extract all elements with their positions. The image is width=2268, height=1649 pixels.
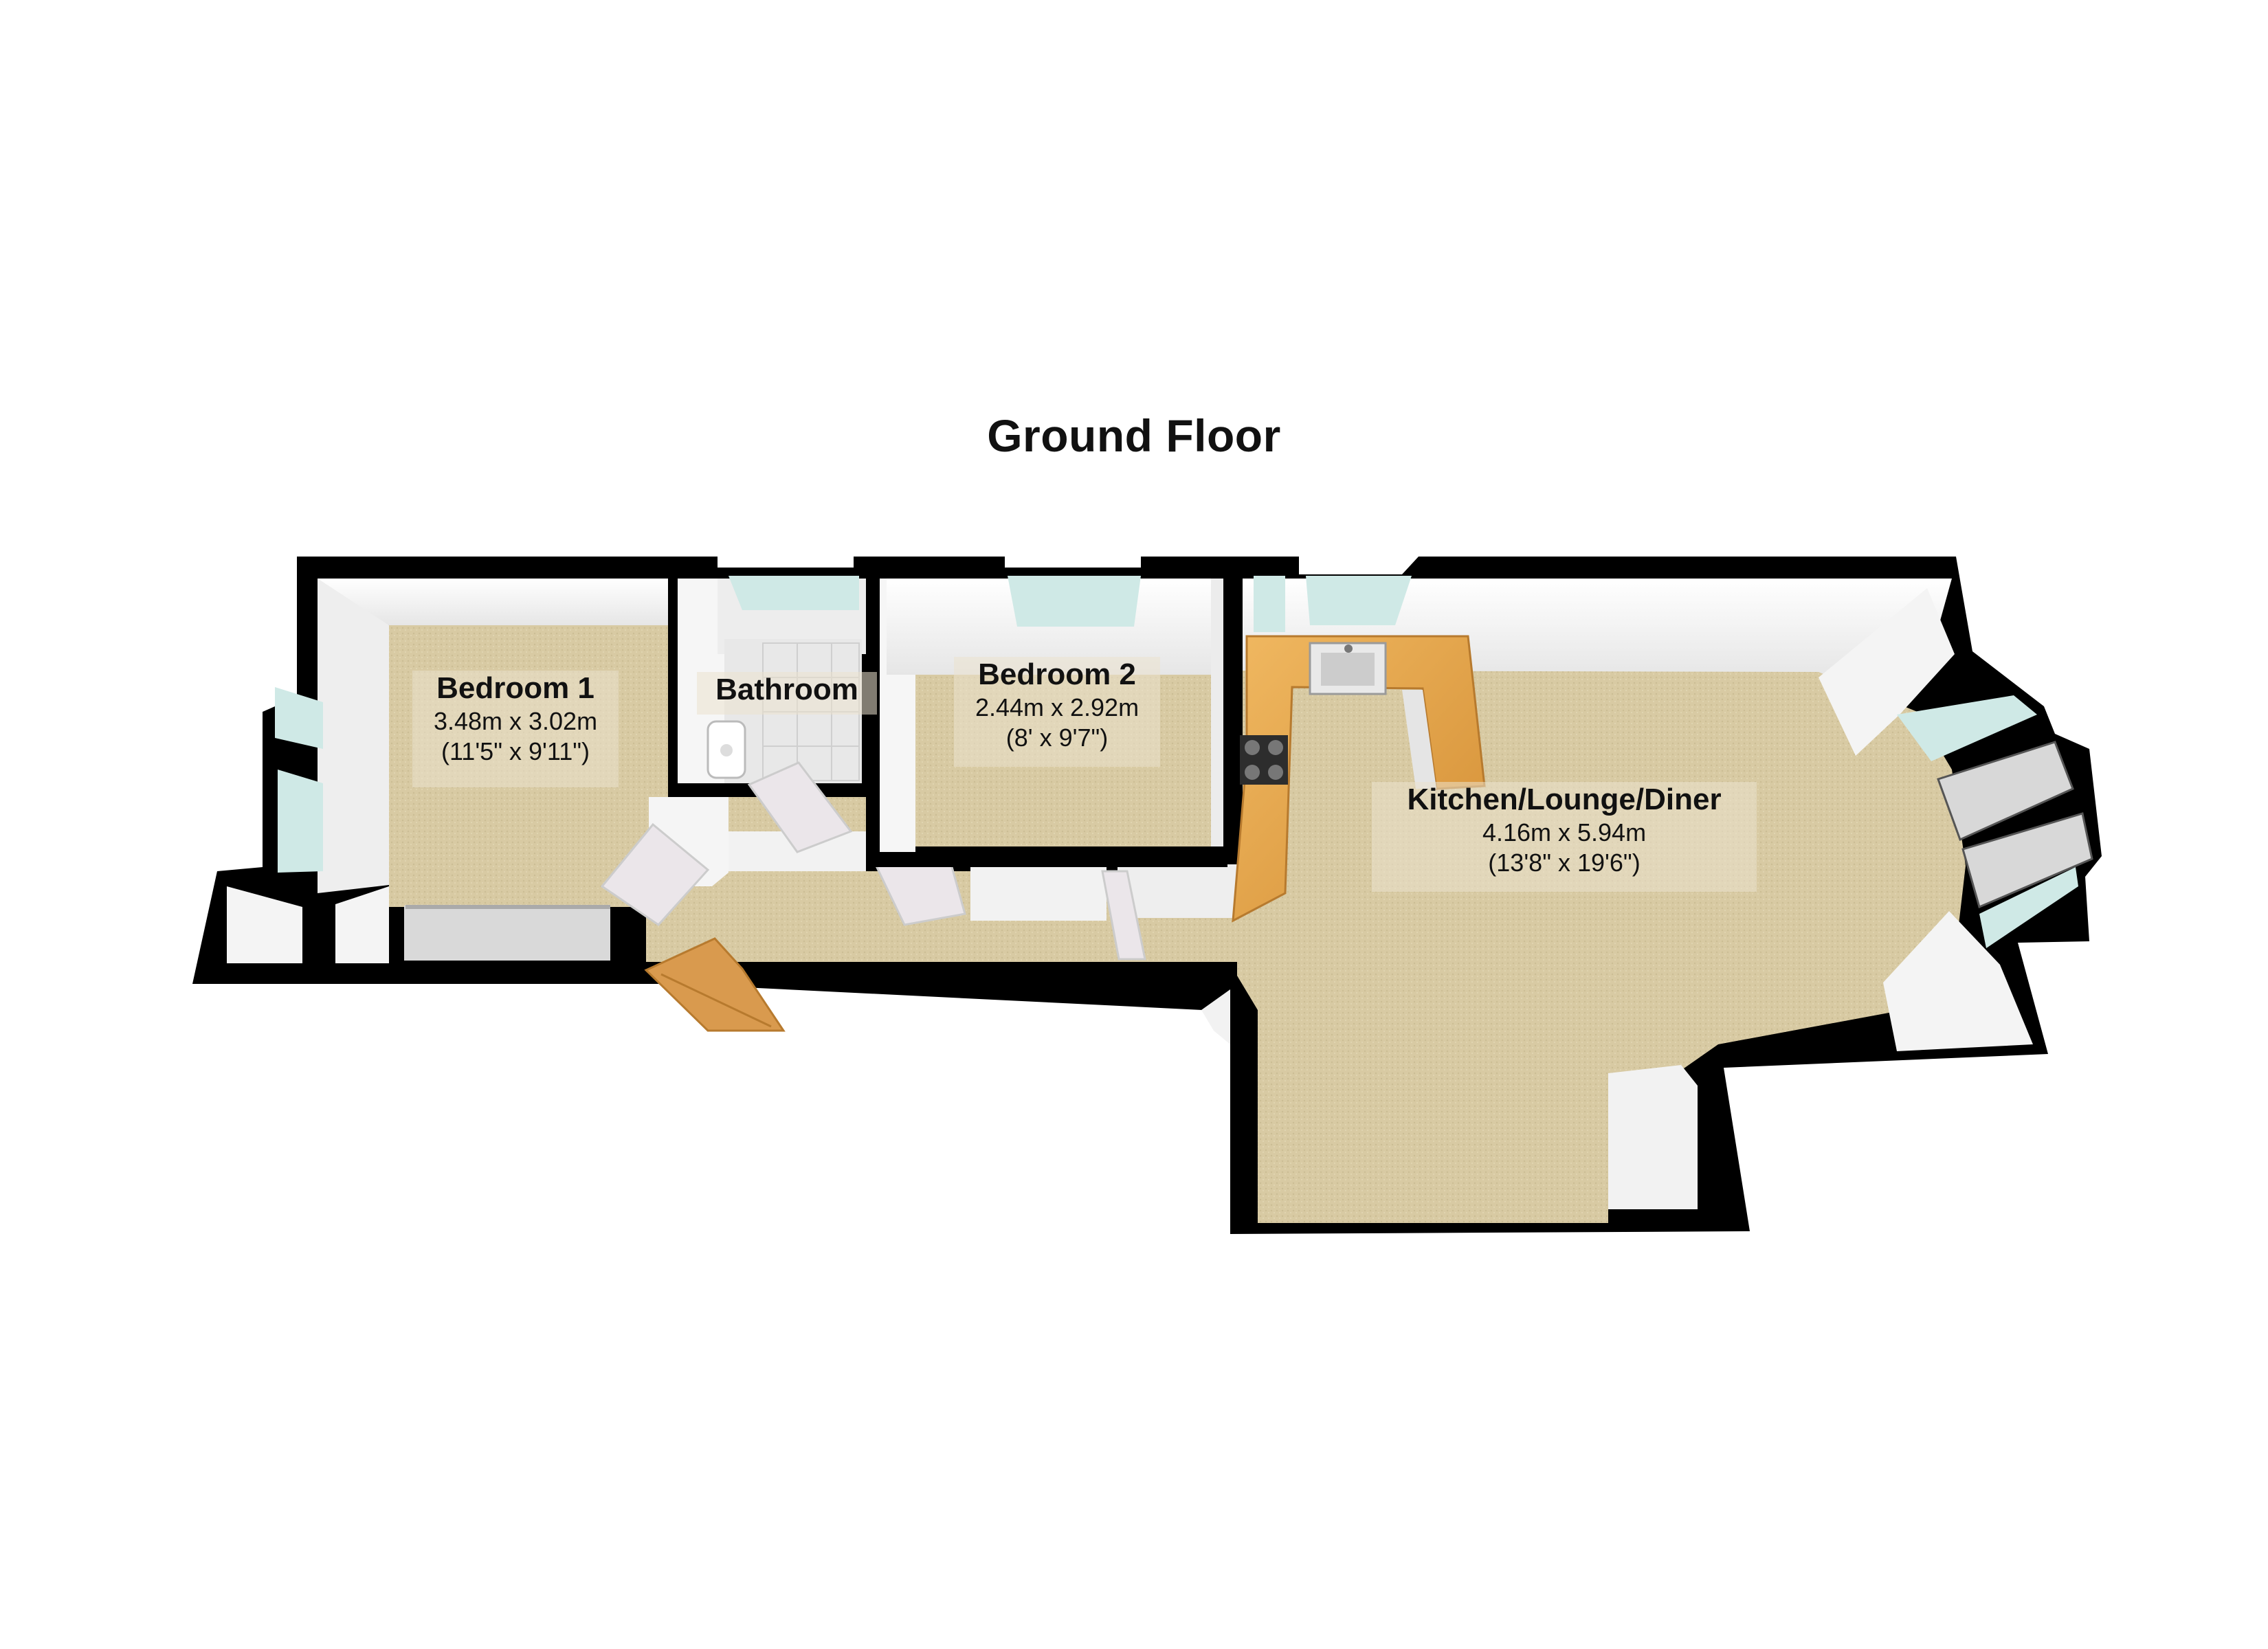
bay-window: [1961, 812, 2093, 909]
bedroom-1-wardrobe: [404, 906, 610, 961]
bedroom-2-window: [1008, 576, 1141, 627]
room-name: Bedroom 2: [978, 658, 1136, 691]
front-door: [644, 937, 786, 1032]
bedroom-1-window: [278, 770, 323, 873]
kitchen-window: [1306, 576, 1412, 625]
floor-title: Ground Floor: [987, 410, 1281, 461]
bedroom-1-label: Bedroom 1 3.48m x 3.02m (11'5" x 9'11"): [412, 671, 619, 787]
bathroom-label: Bathroom: [697, 672, 877, 715]
washbasin-icon: [707, 720, 746, 779]
bathroom-window: [729, 576, 859, 610]
room-name: Bathroom: [715, 673, 858, 706]
room-name: Kitchen/Lounge/Diner: [1407, 783, 1722, 816]
room-name: Bedroom 1: [436, 671, 594, 705]
room-dimensions-metric: 2.44m x 2.92m: [975, 693, 1139, 721]
room-dimensions-imperial: (8' x 9'7"): [1005, 723, 1109, 752]
bathroom-door: [747, 761, 853, 853]
hallway: [600, 761, 1251, 1032]
room-dimensions-imperial: (11'5" x 9'11"): [441, 737, 590, 765]
sink-icon: [1309, 642, 1387, 695]
bedroom-2-label: Bedroom 2 2.44m x 2.92m (8' x 9'7"): [954, 657, 1160, 767]
hob-icon: [1240, 735, 1288, 785]
room-dimensions-imperial: (13'8" x 19'6"): [1488, 849, 1641, 877]
bay-window: [1979, 867, 2078, 948]
room-dimensions-metric: 4.16m x 5.94m: [1482, 818, 1647, 846]
kitchen-lounge-diner-label: Kitchen/Lounge/Diner 4.16m x 5.94m (13'8…: [1372, 782, 1757, 892]
bay-window: [1937, 741, 2074, 842]
bedroom-1-window: [275, 687, 323, 749]
bedroom-1-door: [600, 822, 710, 926]
bay-window: [1897, 695, 2037, 761]
room-dimensions-metric: 3.48m x 3.02m: [433, 707, 598, 735]
storage-door: [1101, 870, 1146, 961]
kitchen-window: [1254, 576, 1285, 632]
